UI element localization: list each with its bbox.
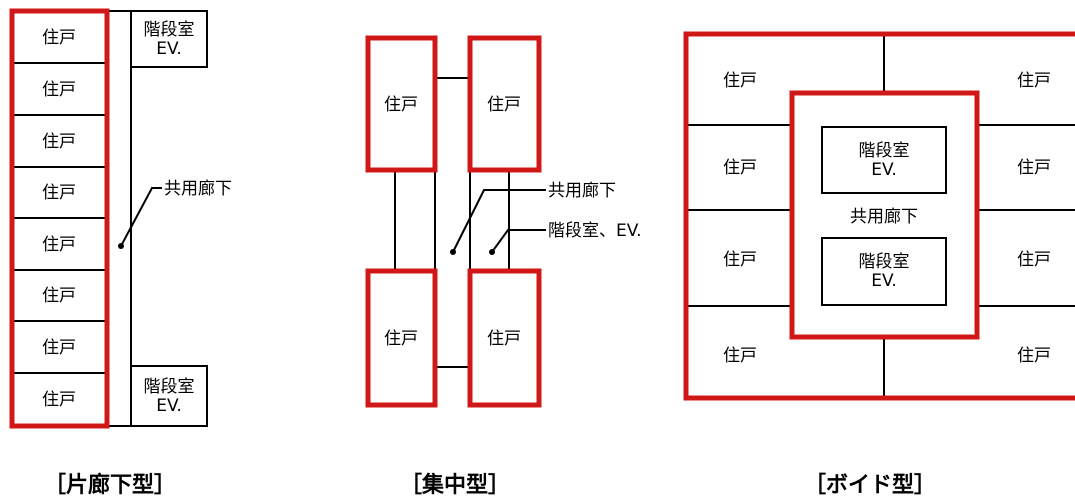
unit-label: 住戸 <box>384 329 418 349</box>
unit-box <box>467 268 542 408</box>
unit-label: 住戸 <box>723 158 757 178</box>
corridor-label: 共用廊下 <box>548 181 616 201</box>
leader-line <box>120 187 162 247</box>
leader-line <box>491 229 546 253</box>
unit-box <box>365 268 438 408</box>
stair-label-line2: EV. <box>156 39 182 59</box>
outer-red-outline <box>683 31 1075 401</box>
stair-ev-box <box>821 126 947 194</box>
unit-label: 住戸 <box>723 346 757 366</box>
caption-void: ［ボイド型］ <box>804 472 936 497</box>
unit-label: 住戸 <box>42 338 76 358</box>
inner-core-red-outline <box>789 90 980 340</box>
unit-label: 住戸 <box>42 390 76 410</box>
unit-label: 住戸 <box>42 235 76 255</box>
void-type-plan: 階段室 EV. 階段室 EV. 共用廊下 住戸 住戸 住戸 住戸 住戸 住戸 住… <box>683 31 1075 401</box>
stair-ev-box <box>821 237 947 306</box>
stair-label-line1: 階段室 <box>144 377 195 397</box>
leader-line <box>452 189 546 253</box>
unit-label: 住戸 <box>42 286 76 306</box>
unit-label: 住戸 <box>42 28 76 48</box>
unit-label: 住戸 <box>1017 346 1051 366</box>
unit-box <box>365 35 438 173</box>
unit-group-red-outline <box>9 8 110 429</box>
unit-label: 住戸 <box>1017 71 1051 91</box>
stair-label-line2: EV. <box>156 396 182 416</box>
stair-ev-label: 階段室、EV. <box>548 221 642 241</box>
unit-label: 住戸 <box>723 71 757 91</box>
stair-label-line2: EV. <box>871 271 897 291</box>
central-core-plan: 住戸 住戸 住戸 住戸 共用廊下 階段室、EV. <box>365 35 642 408</box>
unit-label: 住戸 <box>384 95 418 115</box>
unit-label: 住戸 <box>487 329 521 349</box>
single-loaded-corridor-plan: 住戸 住戸 住戸 住戸 住戸 住戸 住戸 住戸 階段室 EV. 階段室 EV. … <box>9 8 232 429</box>
unit-label: 住戸 <box>487 95 521 115</box>
corridor-label: 共用廊下 <box>164 179 232 199</box>
stair-label-line1: 階段室 <box>859 252 910 272</box>
unit-box <box>467 35 542 173</box>
stair-ev-box-bottom <box>130 365 208 427</box>
stair-ev-box-top <box>130 10 208 68</box>
stair-label-line2: EV. <box>871 160 897 180</box>
corridor-label: 共用廊下 <box>850 207 918 227</box>
stair-label-line1: 階段室 <box>144 20 195 40</box>
caption-single-loaded: ［片廊下型］ <box>44 472 176 497</box>
unit-label: 住戸 <box>1017 158 1051 178</box>
unit-label: 住戸 <box>723 250 757 270</box>
stair-label-line1: 階段室 <box>859 141 910 161</box>
caption-central: ［集中型］ <box>400 472 510 497</box>
unit-label: 住戸 <box>1017 250 1051 270</box>
unit-label: 住戸 <box>42 183 76 203</box>
unit-label: 住戸 <box>42 80 76 100</box>
unit-label: 住戸 <box>42 132 76 152</box>
